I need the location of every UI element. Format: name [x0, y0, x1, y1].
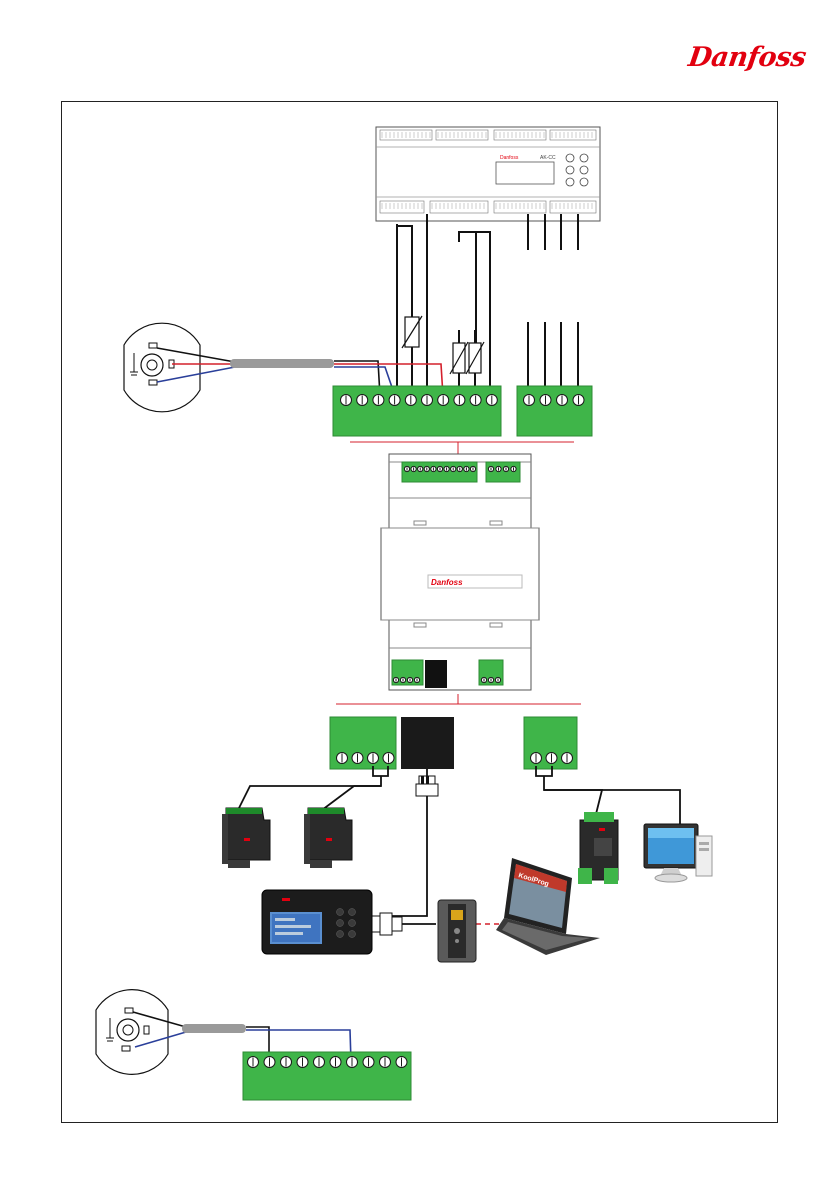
din-rail-module-icon: [222, 808, 270, 868]
rj-port: [401, 717, 454, 769]
terminal-block-bottom: [243, 1052, 411, 1100]
din-rail-module-icon: Danfoss: [381, 454, 539, 690]
din-rail-module-icon: [578, 812, 618, 884]
pressure-transmitter-icon: [96, 990, 168, 1075]
terminal-block-modbus: [524, 717, 577, 769]
thermistor-icon: [402, 316, 422, 348]
pressure-transmitter-icon: [124, 323, 200, 412]
rj-connector-icon: [416, 776, 438, 796]
gateway-icon: [438, 900, 476, 962]
controller-unit: Danfoss AK-CC: [376, 127, 600, 221]
terminal-block-comm: [517, 386, 592, 436]
display-icon: [262, 890, 372, 954]
terminal-block-main: [333, 386, 501, 436]
controller-brand: Danfoss: [500, 155, 519, 161]
controller-model: AK-CC: [540, 155, 556, 161]
controller-wires: [397, 214, 578, 396]
pc-tower-icon: [696, 836, 712, 876]
din-rail-module-icon: [304, 808, 352, 868]
module-brand: Danfoss: [431, 578, 463, 587]
terminal-block-bus: [330, 717, 396, 769]
monitor-icon: [644, 824, 698, 882]
thermistor-icon: [450, 342, 484, 374]
